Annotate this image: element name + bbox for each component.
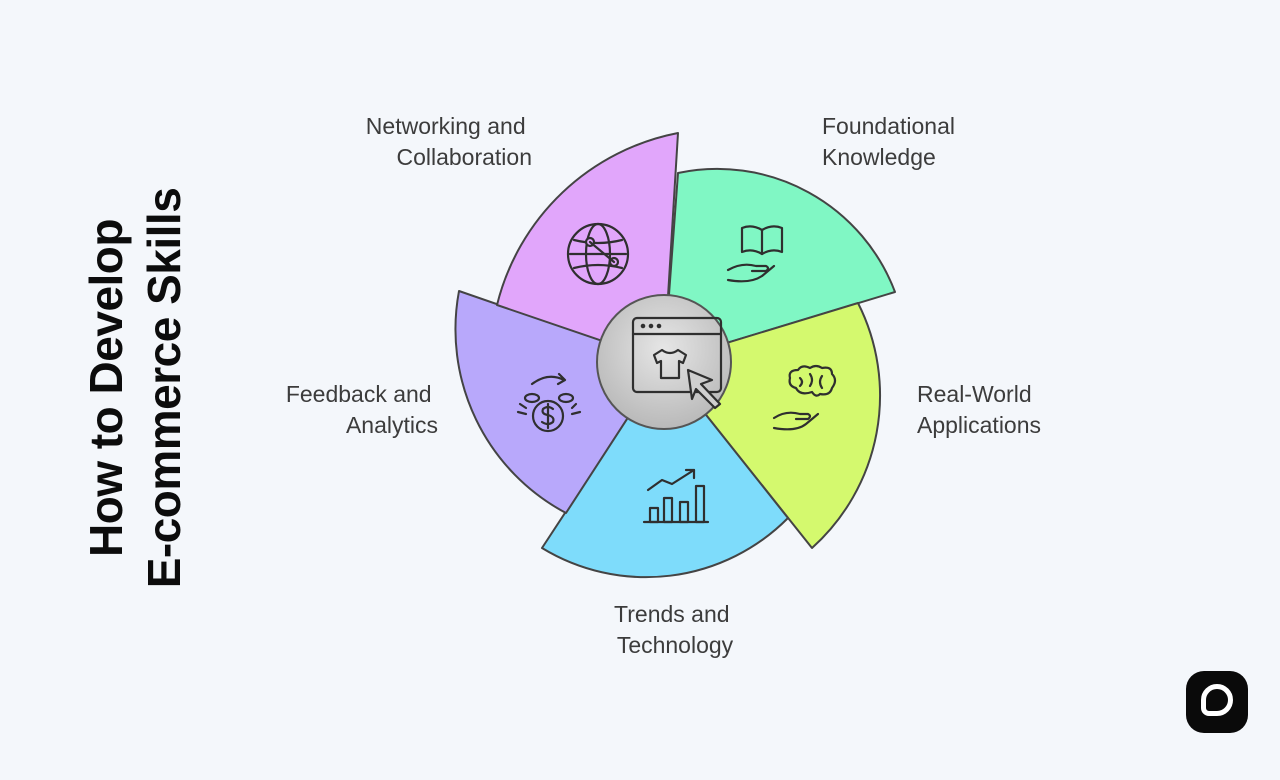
label-real-world-line-2: Applications: [917, 412, 1041, 438]
label-networking-line-2: Collaboration: [396, 144, 532, 170]
label-feedback-line-1: Feedback and: [286, 381, 432, 407]
segment-trends-technology: [541, 361, 789, 579]
brand-logo-icon: [1186, 671, 1248, 733]
label-trends-line-1: Trends and: [614, 601, 730, 627]
label-real-world-applications: Real-World Applications: [917, 381, 1041, 438]
label-real-world-line-1: Real-World: [917, 381, 1032, 407]
segment-foundational-knowledge: [663, 167, 896, 363]
book-in-hand-icon: [726, 225, 784, 283]
brain-in-hand-icon: [772, 364, 837, 431]
label-foundational-line-1: Foundational: [822, 113, 955, 139]
globe-network-icon: [566, 222, 630, 286]
label-trends-technology: Trends and Technology: [614, 601, 736, 658]
label-foundational-knowledge: Foundational Knowledge: [822, 113, 961, 170]
label-networking-line-1: Networking and: [366, 113, 526, 139]
online-shopping-browser-icon: [631, 316, 723, 410]
label-foundational-line-2: Knowledge: [822, 144, 936, 170]
label-trends-line-2: Technology: [617, 632, 734, 658]
growth-chart-icon: [642, 468, 710, 524]
money-cycle-icon: [516, 372, 582, 433]
center-hub: [596, 294, 732, 430]
label-feedback-line-2: Analytics: [346, 412, 438, 438]
label-networking-collaboration: Networking and Collaboration: [366, 113, 532, 170]
label-feedback-analytics: Feedback and Analytics: [286, 381, 438, 438]
